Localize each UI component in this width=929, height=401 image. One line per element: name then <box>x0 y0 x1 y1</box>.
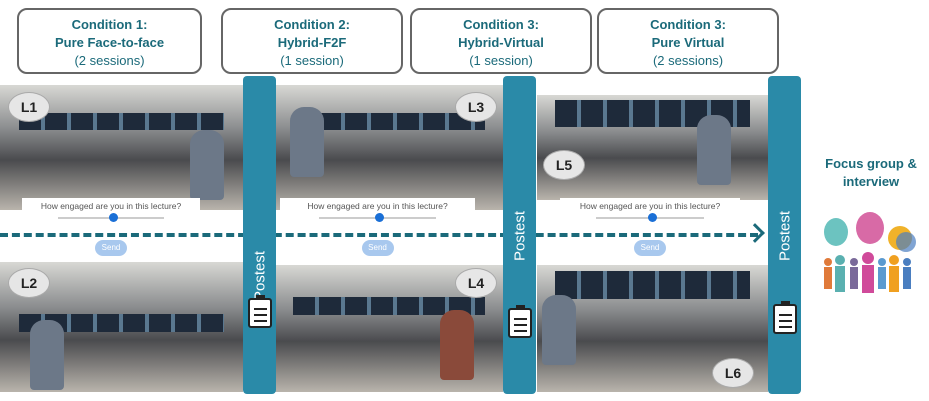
lecture-label-l6: L6 <box>712 358 754 388</box>
lecture-label-l4: L4 <box>455 268 497 298</box>
lecture-label-l3: L3 <box>455 92 497 122</box>
clipboard-icon <box>248 295 272 328</box>
condition-title: Condition 3: <box>463 17 539 32</box>
lecture-label-l1: L1 <box>8 92 50 122</box>
condition-3-box: Condition 3: Hybrid-Virtual (1 session) <box>410 8 592 74</box>
posttest-bar-3: Postest <box>768 76 801 394</box>
focus-group-people-icon <box>824 212 916 293</box>
posttest-label: Postest <box>251 250 268 302</box>
condition-sessions: (1 session) <box>280 53 344 68</box>
survey-panel: How engaged are you in this lecture? Send <box>560 198 740 262</box>
timeline-dashed-line <box>0 233 758 237</box>
lecture-label-l5: L5 <box>543 150 585 180</box>
survey-panel: How engaged are you in this lecture? Send <box>280 198 475 262</box>
clipboard-icon <box>773 301 797 334</box>
condition-title: Condition 2: <box>274 17 350 32</box>
engagement-slider[interactable] <box>319 213 436 222</box>
send-button[interactable]: Send <box>95 240 127 256</box>
condition-name: Hybrid-Virtual <box>458 35 544 50</box>
lecture-photo-l5 <box>537 95 768 200</box>
posttest-label: Postest <box>776 210 793 262</box>
condition-4-box: Condition 3: Pure Virtual (2 sessions) <box>597 8 779 74</box>
condition-2-box: Condition 2: Hybrid-F2F (1 session) <box>221 8 403 74</box>
survey-question: How engaged are you in this lecture? <box>579 201 721 211</box>
slider-knob[interactable] <box>647 213 657 222</box>
slider-knob[interactable] <box>375 213 385 222</box>
engagement-slider[interactable] <box>596 213 704 222</box>
condition-sessions: (1 session) <box>469 53 533 68</box>
condition-1-box: Condition 1: Pure Face-to-face (2 sessions… <box>17 8 202 74</box>
posttest-bar-1: Postest <box>243 76 276 394</box>
posttest-bar-2: Postest <box>503 76 536 394</box>
slider-knob[interactable] <box>108 213 118 222</box>
condition-sessions: (2 sessions) <box>652 53 724 68</box>
posttest-label: Postest <box>511 210 528 262</box>
survey-panel: How engaged are you in this lecture? Send <box>22 198 200 262</box>
clipboard-icon <box>508 305 532 338</box>
condition-name: Hybrid-F2F <box>277 35 347 50</box>
lecture-label-l2: L2 <box>8 268 50 298</box>
engagement-slider[interactable] <box>57 213 165 222</box>
condition-title: Condition 1: <box>71 17 148 32</box>
send-button[interactable]: Send <box>361 240 394 256</box>
condition-title: Condition 3: <box>650 17 726 32</box>
condition-sessions: (2 sessions) <box>74 53 145 68</box>
condition-name: Pure Face-to-face <box>54 35 165 50</box>
send-button[interactable]: Send <box>634 240 666 256</box>
timeline-arrowhead-icon <box>745 223 765 243</box>
lecture-photo-l2 <box>0 262 243 392</box>
survey-question: How engaged are you in this lecture? <box>40 201 182 211</box>
focus-group-label: Focus group & interview <box>825 156 917 189</box>
survey-question: How engaged are you in this lecture? <box>307 201 448 211</box>
condition-name: Pure Virtual <box>651 35 725 50</box>
